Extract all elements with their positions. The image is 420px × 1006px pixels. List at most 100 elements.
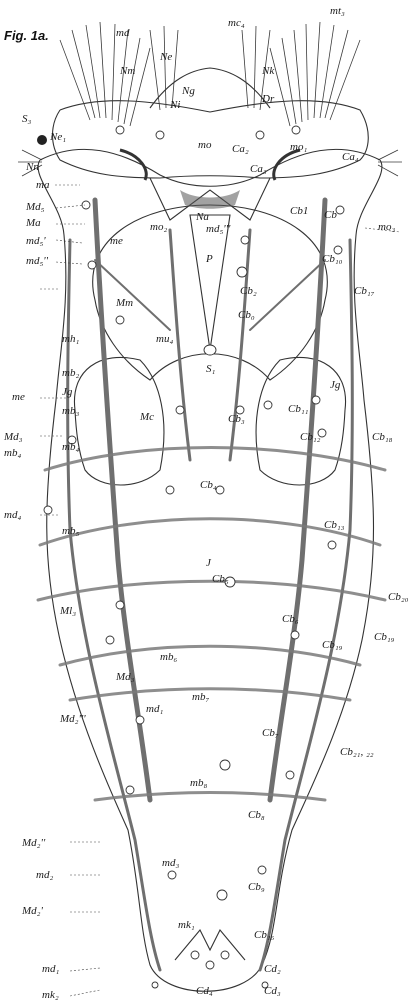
label-md1: md₁: [42, 963, 59, 975]
label-Cb8: Cb₈: [248, 809, 265, 821]
label-mb2: mb₂: [62, 367, 79, 379]
label-Ca3: Ca₃: [250, 163, 267, 175]
nucleus: [237, 267, 247, 277]
nucleus: [136, 716, 144, 724]
label-Cb2: Cb₂: [240, 285, 257, 297]
label-Nn: Nn: [25, 161, 39, 173]
nucleus: [191, 951, 199, 959]
muscle-strands: [68, 200, 353, 970]
right-lateral-muscle: [260, 240, 352, 970]
label-Cb9: Cb₉: [248, 881, 265, 893]
label-ma: ma: [36, 179, 50, 191]
right-lobe: [256, 357, 345, 485]
nucleus: [88, 261, 96, 269]
label-mo: mo: [198, 139, 212, 151]
label-Cb16: Cb₁₆: [254, 929, 275, 941]
label-Mc: Mc: [139, 411, 154, 423]
label-mt3: mt₃: [330, 5, 345, 17]
transverse-bands: [38, 448, 385, 801]
nucleus: [220, 760, 230, 770]
nucleus: [206, 961, 214, 969]
label-Cd3: Cd₃: [264, 985, 281, 997]
label-mb4-left: mb₄: [4, 447, 21, 459]
label-Dr: Dr: [261, 93, 275, 105]
nucleus: [286, 771, 294, 779]
label-Cb18: Cb₁₈: [372, 431, 393, 443]
label-mb5: mb₅: [62, 525, 79, 537]
nucleus: [292, 126, 300, 134]
label-J: J: [206, 557, 212, 569]
nucleus: [221, 951, 229, 959]
label-mb7: mb₇: [192, 691, 209, 703]
label-Jg-right: Jg: [330, 379, 341, 391]
label-mh1: mh₁: [62, 333, 79, 345]
label-mo2: mo₂: [150, 221, 167, 233]
S3-dot: [37, 135, 47, 145]
label-md3: md₃: [162, 857, 179, 869]
label-Ne1: Ne₁: [49, 131, 66, 143]
nucleus: [256, 131, 264, 139]
nucleus: [291, 631, 299, 639]
label-Cd4: Cd₄: [196, 985, 213, 997]
label-Cb13: Cb₁₃: [324, 519, 345, 531]
label-Nk: Nk: [261, 65, 275, 77]
label-Ca4: Ca₄: [342, 151, 359, 163]
pharynx: [190, 215, 230, 350]
label-Nm: Nm: [119, 65, 135, 77]
right-bristles: [270, 22, 360, 126]
label-S3: S₃: [22, 113, 32, 125]
label-Cb0: Cb₀: [238, 309, 255, 321]
label-Ne: Ne: [159, 51, 172, 63]
label-md4: md₄: [4, 509, 21, 521]
label-mu4: mu₄: [156, 333, 173, 345]
nucleus: [106, 636, 114, 644]
nucleus: [116, 601, 124, 609]
label-Cb19: Cb₁₉: [374, 631, 395, 643]
band-mb7: [60, 646, 360, 665]
nucleus: [116, 316, 124, 324]
label-md5-center: md₅''': [206, 223, 231, 235]
nucleus: [216, 486, 224, 494]
head-collar: [40, 149, 380, 186]
nucleus: [116, 126, 124, 134]
nucleus: [156, 131, 164, 139]
label-Cb21-22: Cb₂₁, ₂₂: [340, 746, 374, 758]
label-md5pp: md₅'': [26, 255, 49, 267]
label-Mm: Mm: [115, 297, 133, 309]
nucleus: [168, 871, 176, 879]
label-me-left: me: [12, 391, 25, 403]
nucleus: [328, 541, 336, 549]
left-ganglion: [120, 150, 146, 180]
nucleus: [336, 206, 344, 214]
label-mk2: mk₂: [42, 989, 59, 1001]
label-Md2ppp: Md₂''': [59, 713, 86, 725]
label-Cb10: Cb₁₀: [322, 253, 343, 265]
label-Cb19-small: Cb₁₉: [322, 639, 343, 651]
nucleus: [241, 236, 249, 244]
nucleus: [126, 786, 134, 794]
label-Md2pp: Md₂'': [21, 837, 46, 849]
label-Cb5: Cb₅: [212, 573, 229, 585]
nucleus: [166, 486, 174, 494]
label-S1: S₁: [206, 363, 216, 375]
nucleus: [264, 401, 272, 409]
label-mb4: mb₄: [62, 441, 79, 453]
right-ganglion: [274, 150, 300, 180]
pharynx-tip: [204, 345, 216, 355]
rostrum: [150, 68, 270, 108]
retractor-muscle-right: [250, 260, 325, 330]
label-Ni: Ni: [169, 99, 180, 111]
label-Cb17: Cb₁₇: [354, 285, 375, 297]
label-Cd2: Cd₂: [264, 963, 281, 975]
label-md1-upper: md₁: [146, 703, 163, 715]
nucleus: [258, 866, 266, 874]
label-md5p: md₅': [26, 235, 46, 247]
label-mb6: mb₆: [160, 651, 177, 663]
band-mb4: [45, 448, 385, 471]
label-mb8: mb₈: [190, 777, 207, 789]
label-Cb6: Cb₆: [282, 613, 299, 625]
label-me-top: me: [110, 235, 123, 247]
left-bristles: [60, 22, 150, 126]
nucleus: [152, 982, 158, 988]
